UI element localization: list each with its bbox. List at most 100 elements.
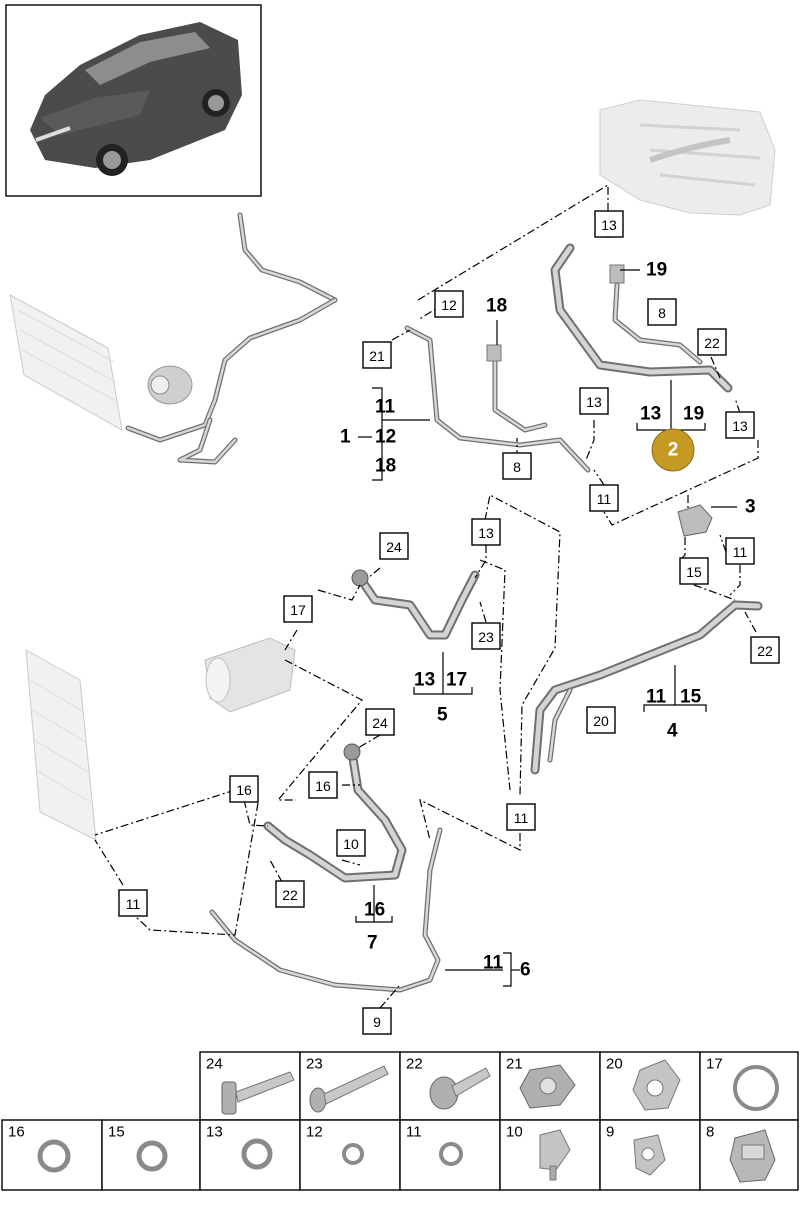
- group-4-id: 4: [667, 721, 678, 742]
- vehicle-thumbnail: [5, 4, 262, 197]
- part-18-label: 18: [486, 296, 507, 317]
- condenser-bottom: [25, 649, 97, 841]
- callout-number: 22: [757, 643, 773, 659]
- callout-box[interactable]: 24: [379, 532, 409, 560]
- group-7-id: 7: [367, 933, 378, 954]
- grid-label-16: 16: [8, 1123, 25, 1140]
- clip-8-icon: [729, 1129, 776, 1183]
- grid-cell-16[interactable]: [1, 1119, 103, 1191]
- highlight-part-marker[interactable]: 2: [651, 428, 695, 472]
- callout-number: 15: [686, 564, 702, 580]
- callout-box[interactable]: 9: [362, 1007, 392, 1035]
- callout-box[interactable]: 13: [579, 387, 609, 415]
- nut-21-icon: [519, 1064, 576, 1109]
- group-2-item-1: 13: [640, 404, 661, 425]
- callout-number: 24: [372, 715, 388, 731]
- callout-number: 11: [597, 491, 612, 507]
- group-brackets: [355, 269, 737, 987]
- group-2-item-2: 19: [683, 404, 704, 425]
- callout-box[interactable]: 24: [365, 708, 395, 736]
- grid-cell-24[interactable]: [199, 1051, 301, 1121]
- callout-number: 9: [373, 1014, 381, 1030]
- group-1-id: 1: [340, 427, 351, 448]
- callout-number: 11: [126, 896, 141, 912]
- callout-box[interactable]: 21: [362, 341, 392, 369]
- group-4-item-2: 15: [680, 687, 702, 708]
- ring-12-icon: [342, 1143, 364, 1165]
- grid-label-23: 23: [306, 1055, 323, 1072]
- callout-number: 13: [601, 217, 617, 233]
- callout-box[interactable]: 22: [697, 328, 727, 356]
- callout-box[interactable]: 8: [647, 298, 677, 326]
- group-5-item-1: 13: [414, 670, 435, 691]
- evaporator-housing: [599, 99, 776, 216]
- callout-box[interactable]: 13: [471, 518, 501, 546]
- callout-box[interactable]: 11: [506, 803, 536, 831]
- callout-box[interactable]: 15: [679, 557, 709, 585]
- bolt-23-icon: [309, 1065, 389, 1113]
- callout-number: 8: [658, 305, 666, 321]
- callout-number: 16: [315, 778, 331, 794]
- callout-box[interactable]: 11: [725, 537, 755, 565]
- callout-box[interactable]: 22: [750, 636, 780, 664]
- group-1-item-2: 12: [375, 427, 396, 448]
- callout-box[interactable]: 10: [336, 829, 366, 857]
- callout-number: 8: [513, 459, 521, 475]
- ring-16-icon: [37, 1139, 71, 1173]
- grid-label-21: 21: [506, 1055, 523, 1072]
- grid-cell-11[interactable]: [399, 1119, 501, 1191]
- callout-number: 17: [290, 602, 306, 618]
- callout-number: 12: [441, 297, 457, 313]
- callout-number: 13: [478, 525, 494, 541]
- callout-number: 13: [732, 418, 748, 434]
- grid-label-15: 15: [108, 1123, 125, 1140]
- grid-label-24: 24: [206, 1055, 223, 1072]
- callout-box[interactable]: 20: [586, 706, 616, 734]
- callout-box[interactable]: 11: [589, 484, 619, 512]
- grid-label-12: 12: [306, 1123, 323, 1140]
- compressor-bottom: [204, 637, 296, 713]
- callout-box[interactable]: 11: [118, 889, 148, 917]
- bolt-22-icon: [429, 1067, 491, 1110]
- group-1-item-1: 11: [375, 397, 396, 418]
- grid-cell-13[interactable]: [199, 1119, 301, 1191]
- grid-label-22: 22: [406, 1055, 423, 1072]
- grid-cell-12[interactable]: [299, 1119, 401, 1191]
- callout-number: 20: [593, 713, 609, 729]
- group-5-item-2: 17: [446, 670, 467, 691]
- group-3-id: 3: [745, 497, 756, 518]
- callout-number: 16: [236, 782, 252, 798]
- callout-box[interactable]: 8: [502, 452, 532, 480]
- group-6-item-1: 11: [483, 953, 504, 974]
- callout-number: 11: [514, 810, 529, 826]
- grid-label-10: 10: [506, 1123, 523, 1140]
- callout-box[interactable]: 17: [283, 595, 313, 623]
- ring-17-icon: [733, 1065, 779, 1111]
- group-numbers: 1 11 12 18 13 19 3 11 15 4 13 17 5 11 6 …: [340, 260, 756, 981]
- callout-box[interactable]: 23: [471, 622, 501, 650]
- pipe-assembly-top-left: [125, 212, 338, 465]
- parts-grid-row-2: 16 15 13 12 11 10 9 8: [1, 1119, 799, 1191]
- pipe-assembly-2: [550, 243, 733, 393]
- pipe-assembly-1: [404, 325, 591, 473]
- grid-cell-21[interactable]: [499, 1051, 601, 1121]
- callout-box[interactable]: 13: [594, 210, 624, 238]
- callout-box[interactable]: 16: [308, 771, 338, 799]
- pipe-assembly-4: [530, 600, 763, 775]
- callout-box[interactable]: 12: [434, 290, 464, 318]
- group-7-item-1: 16: [364, 900, 385, 921]
- pipe-assembly-5: [351, 569, 480, 640]
- callout-box[interactable]: 22: [275, 880, 305, 908]
- grid-label-17: 17: [706, 1055, 723, 1072]
- callout-number: 11: [733, 544, 748, 560]
- callout-box[interactable]: 13: [725, 411, 755, 439]
- callout-labels: 1312218221381311111524131723222024161610…: [118, 210, 780, 1035]
- group-6-id: 6: [520, 960, 531, 981]
- callout-number: 21: [369, 348, 385, 364]
- callout-box[interactable]: 16: [229, 775, 259, 803]
- callout-number: 22: [282, 887, 298, 903]
- callout-number: 13: [586, 394, 602, 410]
- grid-label-9: 9: [606, 1123, 614, 1140]
- svg-text:2: 2: [668, 440, 679, 461]
